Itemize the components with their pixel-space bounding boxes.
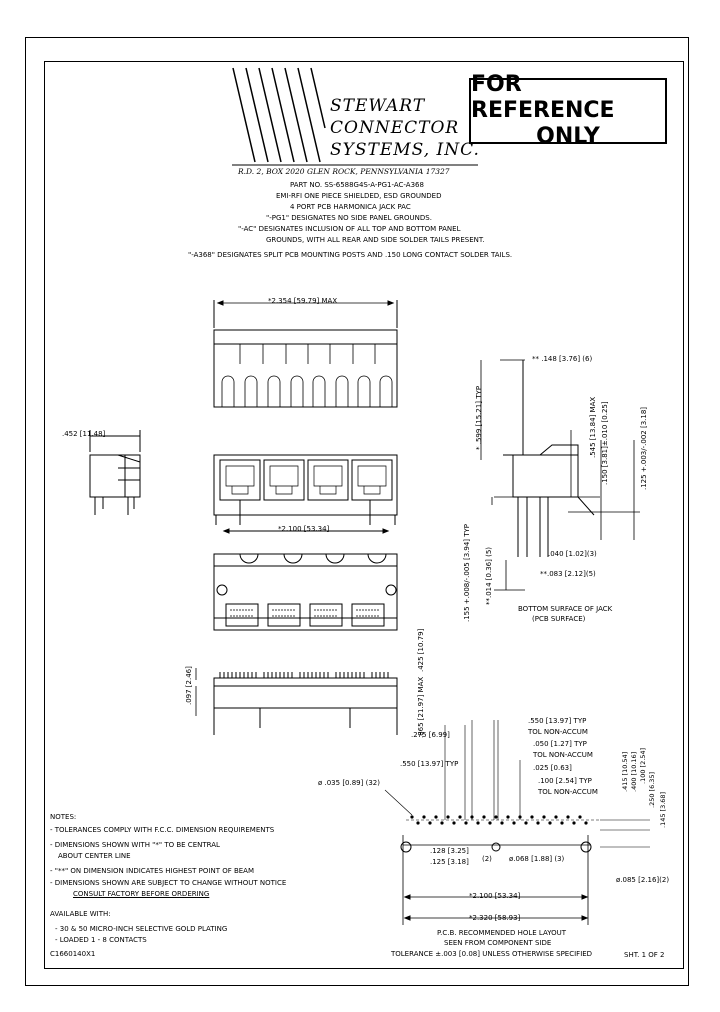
pcb-tol-c: TOL NON-ACCUM [538, 788, 598, 796]
front-view-ports [213, 454, 398, 534]
company-logo [232, 67, 478, 166]
note-2: - DIMENSIONS SHOWN WITH "*" TO BE CENTRA… [50, 841, 220, 849]
pcb-dim-100: .100 [2.54] [639, 747, 647, 784]
pcb-surface-label: (PCB SURFACE) [532, 615, 586, 623]
company-name-line-1: STEWART [330, 96, 426, 116]
dim-overall-depth: .865 [21.97] MAX [417, 676, 425, 738]
pcb-dim-250: .250 [6.35] [648, 771, 656, 808]
pcb-caption-1: P.C.B. RECOMMENDED HOLE LAYOUT [437, 929, 567, 937]
pcb-tol-a: TOL NON-ACCUM [528, 728, 588, 736]
dim-overall-width: *2.354 [59.79] MAX [268, 297, 338, 305]
pcb-pitch-550: .550 [13.97] TYP [400, 760, 459, 768]
side-section-view [480, 359, 640, 591]
dim-top-offset: ** .148 [3.76] (6) [532, 355, 593, 363]
front-view-top [213, 300, 398, 408]
drawing-number: C1660140X1 [50, 950, 96, 958]
pcb-tol-b: TOL NON-ACCUM [533, 751, 593, 759]
dim-post-gap: **.083 [2.12](5) [540, 570, 596, 578]
dim-side-depth: .452 [11.48] [62, 430, 106, 438]
dim-body-height: .545 [13.84] MAX [589, 396, 597, 458]
pcb-span-2320: *2.320 [58.93] [469, 914, 521, 922]
available-heading: AVAILABLE WITH: [50, 910, 111, 918]
dim-post-width: .040 [1.02](3) [548, 550, 597, 558]
part-desc-1: EMI-RFI ONE PIECE SHIELDED, ESD GROUNDED [276, 192, 442, 200]
pcb-hole-small: ø .035 [0.89] (32) [318, 779, 380, 787]
note-4: - DIMENSIONS SHOWN ARE SUBJECT TO CHANGE… [50, 879, 287, 887]
note-1: - TOLERANCES COMPLY WITH F.C.C. DIMENSIO… [50, 826, 275, 834]
pcb-dim-128: .128 [3.25] [430, 847, 469, 855]
title-block-border [44, 61, 684, 969]
pcb-span-2100: *2.100 [53.34] [469, 892, 521, 900]
reference-line-2: ONLY [536, 124, 600, 149]
bottom-surface-label: BOTTOM SURFACE OF JACK [518, 605, 613, 613]
pcb-hole-mid: ø.068 [1.88] (3) [509, 855, 565, 863]
notes-heading: NOTES: [50, 813, 77, 821]
drawing-border [25, 37, 689, 986]
sheet-number: SHT. 1 OF 2 [624, 951, 665, 959]
dim-height-typ: * .599 [15.21] TYP [475, 385, 483, 450]
pcb-offset-275: .275 [6.99] [411, 731, 450, 739]
available-1: - 30 & 50 MICRO-INCH SELECTIVE GOLD PLAT… [55, 925, 228, 933]
dim-panel-height: .150 [3.81]±.010 [0.25] [601, 401, 609, 485]
bottom-view [213, 553, 398, 631]
pcb-caption-3: TOLERANCE ±.003 [0.08] UNLESS OTHERWISE … [391, 950, 593, 958]
dim-port-span: *2.100 [53.34] [278, 525, 330, 533]
dim-tab-length: .155 +.008/-.005 [3.94] TYP [463, 523, 471, 622]
company-name-line-2: CONNECTOR [330, 118, 460, 138]
part-desc-4: "-AC" DESIGNATES INCLUSION OF ALL TOP AN… [238, 225, 461, 233]
company-name-line-3: SYSTEMS, INC. [330, 140, 480, 160]
pcb-dim-415: .415 [10.54] [621, 751, 629, 792]
part-number: PART NO. SS-6588G4S-A-PG1-AC-A368 [290, 181, 424, 189]
note-3: - "**" ON DIMENSION INDICATES HIGHEST PO… [50, 867, 255, 875]
pcb-dim-400: .400 [10.16] [630, 751, 638, 792]
rear-view [195, 668, 398, 735]
part-desc-2: 4 PORT PCB HARMONICA JACK PAC [290, 203, 411, 211]
pcb-pitch-b: .050 [1.27] TYP [533, 740, 587, 748]
reference-line-1: FOR REFERENCE [471, 72, 615, 123]
pcb-row-pitch: .100 [2.54] TYP [538, 777, 592, 785]
company-address: R.D. 2, BOX 2020 GLEN ROCK, PENNSYLVANIA… [238, 167, 450, 176]
part-desc-6: "-A368" DESIGNATES SPLIT PCB MOUNTING PO… [188, 251, 513, 259]
pcb-paren-2: (2) [482, 855, 492, 863]
available-2: - LOADED 1 - 8 CONTACTS [55, 936, 147, 944]
pcb-caption-2: SEEN FROM COMPONENT SIDE [444, 939, 552, 947]
note-4b: CONSULT FACTORY BEFORE ORDERING [73, 890, 210, 898]
dim-tail-len: .125 +.003/-.002 [3.18] [640, 406, 648, 490]
pcb-hole-large: ø.085 [2.16](2) [616, 876, 670, 884]
side-view [89, 430, 141, 515]
pcb-dim-145: .145 [3.68] [659, 791, 667, 828]
pcb-hole-layout [384, 720, 650, 925]
pcb-pitch-a: .550 [13.97] TYP [528, 717, 587, 725]
note-2b: ABOUT CENTER LINE [58, 852, 131, 860]
reference-stamp: FOR REFERENCE ONLY [469, 72, 667, 149]
part-desc-3: "-PG1" DESIGNATES NO SIDE PANEL GROUNDS. [266, 214, 432, 222]
dim-rear-tail: .425 [10.79] [417, 628, 425, 672]
dim-tail-offset: .097 [2.46] [185, 666, 193, 705]
part-desc-5: GROUNDS, WITH ALL REAR AND SIDE SOLDER T… [266, 236, 485, 244]
pcb-half-pitch: .025 [0.63] [533, 764, 572, 772]
dim-shield-thickness: **.014 [0.36] (5) [485, 547, 493, 605]
pcb-dim-125: .125 [3.18] [430, 858, 469, 866]
